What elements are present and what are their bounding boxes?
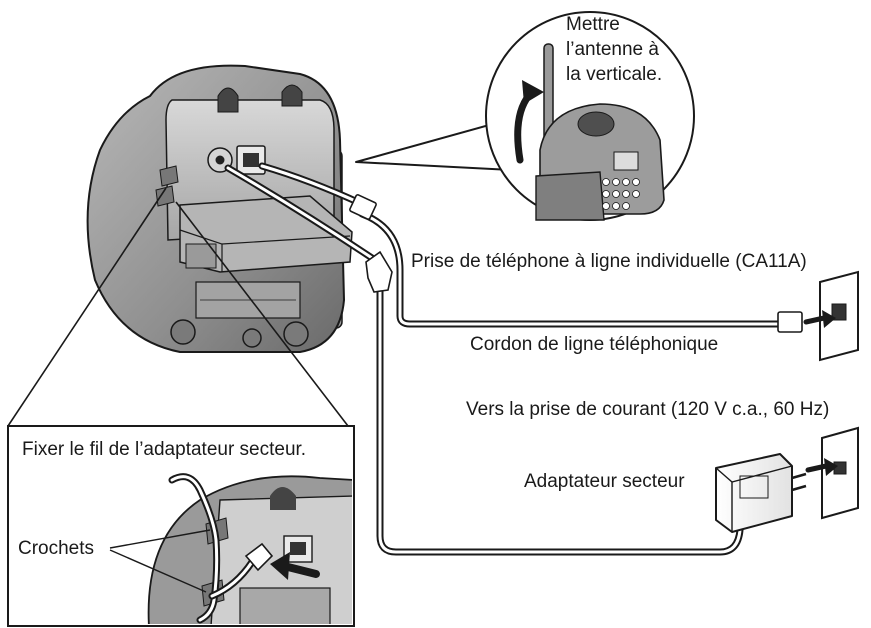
- dc-plug: [365, 250, 393, 293]
- ac-adapter-unit: [715, 453, 807, 533]
- antenna-line-2: l’antenne à: [566, 39, 659, 60]
- ac-adapter-cord: [224, 164, 744, 556]
- telephone-line-cord: [258, 162, 803, 333]
- phone-jack-label: Prise de téléphone à ligne individuelle …: [411, 251, 807, 272]
- foot-center: [242, 328, 262, 348]
- ac-adapter-label: Adaptateur secteur: [524, 471, 685, 492]
- inset-detail: [7, 425, 355, 627]
- plug-in-arrow-icon: [803, 315, 827, 325]
- fix-cord-instruction: Fixer le fil de l’adaptateur secteur.: [22, 439, 307, 460]
- plug-in-arrow-icon-power: [805, 463, 829, 473]
- hooks-label: Crochets: [18, 538, 95, 559]
- antenna-line-1: Mettre: [566, 14, 620, 35]
- insert-arrow-icon: [280, 562, 320, 578]
- antenna-callout: [355, 11, 695, 221]
- antenna-line-3: la verticale.: [566, 64, 663, 85]
- line-cord-label: Cordon de ligne téléphonique: [470, 334, 719, 355]
- modular-plug-wall: [777, 311, 803, 333]
- power-outlet-label: Vers la prise de courant (120 V c.a., 60…: [466, 399, 830, 420]
- base-unit-rear: [86, 64, 353, 353]
- telephone-wall-jack: [803, 270, 859, 362]
- cord-hook-upper: [159, 165, 179, 187]
- foot-right: [283, 321, 309, 347]
- mount-hole-right: [281, 84, 303, 107]
- antenna-instruction: Mettre l’antenne à la verticale.: [566, 12, 662, 87]
- modular-plug-base: [349, 194, 377, 220]
- foot-left: [170, 319, 196, 345]
- power-wall-outlet: [805, 426, 859, 520]
- mount-hole-left: [217, 87, 239, 113]
- inset-callout-lines: [7, 187, 349, 427]
